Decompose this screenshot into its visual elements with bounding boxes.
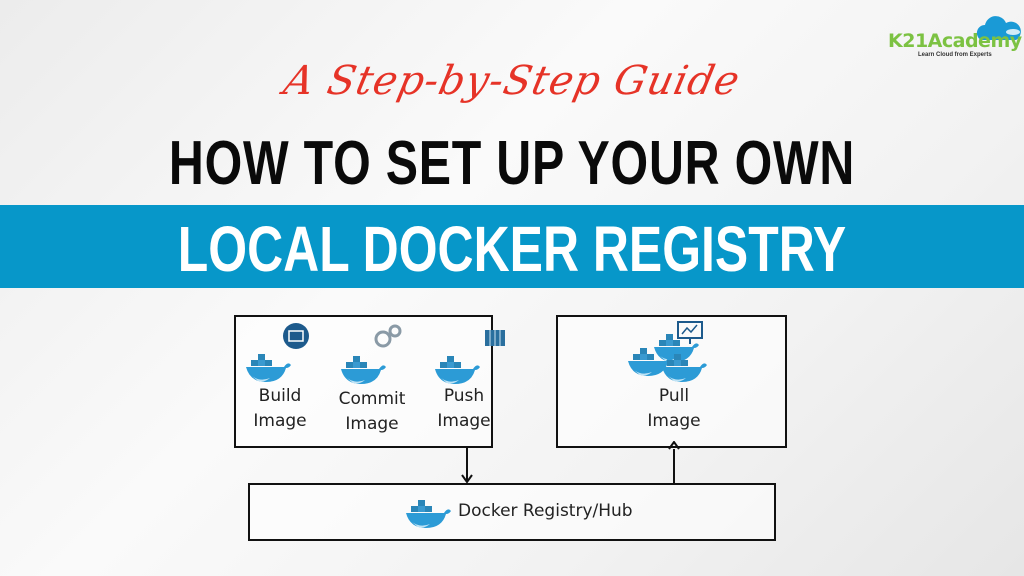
push-arrow xyxy=(466,448,468,482)
docker-whale-icon xyxy=(246,354,291,382)
docker-whale-icon xyxy=(406,500,451,528)
subtitle: A Step-by-Step Guide xyxy=(279,58,745,104)
arrow-down-head xyxy=(461,474,473,483)
title-line-1: HOW TO SET UP YOUR OWN xyxy=(168,129,856,198)
docker-whales-group-icon xyxy=(628,334,707,382)
label-line: Push xyxy=(443,386,485,406)
label-line: Commit xyxy=(338,389,406,409)
gears-icon xyxy=(374,324,402,348)
label-line: Image xyxy=(647,411,701,431)
build-code-icon xyxy=(283,323,309,349)
logo-name: K21Academy xyxy=(888,30,1022,52)
label-line: Image xyxy=(437,411,491,431)
registry-box xyxy=(248,483,776,541)
arrow-up-head xyxy=(668,441,680,450)
docker-whale-icon xyxy=(435,356,480,384)
cloud-logo-icon xyxy=(976,16,1021,40)
docker-whale-icon xyxy=(341,356,386,384)
label-line: Image xyxy=(253,411,307,431)
registry-label: Docker Registry/Hub xyxy=(458,501,633,521)
label-line: Image xyxy=(345,414,399,434)
label-line: Build xyxy=(258,386,302,406)
logo-tagline: Learn Cloud from Experts xyxy=(918,52,992,58)
pull-arrow xyxy=(673,449,675,483)
title-line-2: LOCAL DOCKER REGISTRY xyxy=(177,213,847,285)
label-line: Pull xyxy=(658,386,690,406)
container-stack-icon xyxy=(485,330,505,346)
monitor-chart-icon xyxy=(677,321,703,344)
title-band xyxy=(0,205,1024,288)
